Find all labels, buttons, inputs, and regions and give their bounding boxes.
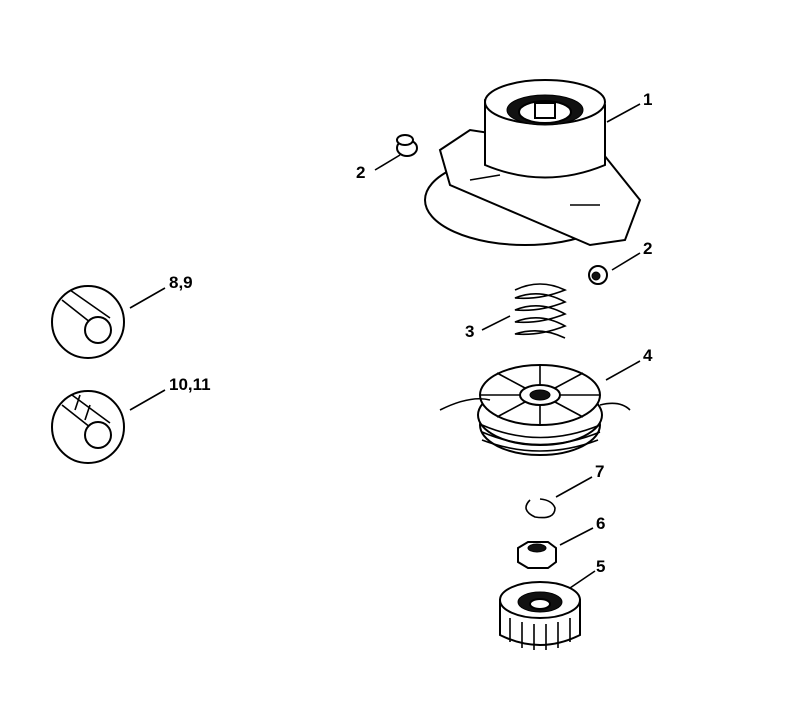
nut-part <box>517 541 557 569</box>
housing-part <box>424 79 642 247</box>
callout-2-left: 2 <box>356 163 365 182</box>
callout-1: 1 <box>643 90 652 109</box>
spool-part <box>439 364 631 456</box>
callout-2-right: 2 <box>643 239 652 258</box>
plug-right-part <box>588 265 608 285</box>
line-round-detail <box>51 285 125 359</box>
callout-3: 3 <box>465 322 474 341</box>
plug-left-part <box>396 134 418 157</box>
retainer-ring-part <box>525 498 556 519</box>
line-twisted-detail <box>51 390 125 464</box>
callout-7: 7 <box>595 462 604 481</box>
spring-part <box>514 283 567 339</box>
callout-10-11: 10,11 <box>169 375 211 394</box>
callout-6: 6 <box>596 514 605 533</box>
leader-lines <box>129 103 641 589</box>
callout-5: 5 <box>596 557 605 576</box>
callout-8-9: 8,9 <box>169 273 193 292</box>
cap-part <box>499 581 581 650</box>
callout-4: 4 <box>643 346 653 365</box>
